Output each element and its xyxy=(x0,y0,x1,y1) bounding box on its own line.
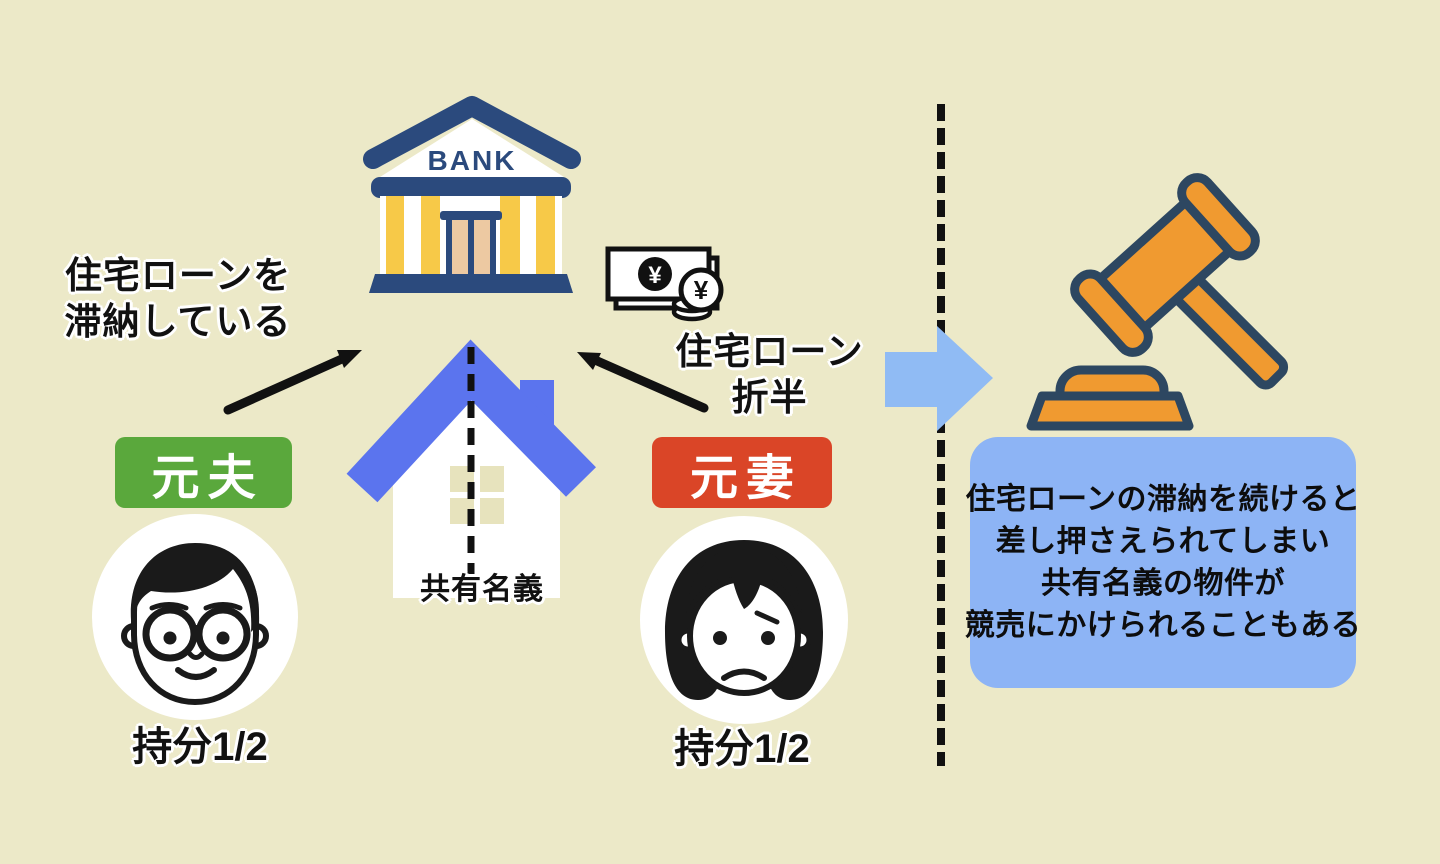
shared-house-icon xyxy=(346,339,596,598)
loan-split-note: 住宅ローン 折半 xyxy=(662,329,877,422)
man-avatar-icon xyxy=(92,514,298,720)
loan-split-line1: 住宅ローン xyxy=(675,331,864,372)
warning-line-3: 共有名義の物件が xyxy=(1041,566,1285,600)
arrow-wife-to-bank-icon xyxy=(577,352,709,413)
auction-warning-box: 住宅ローンの滞納を続けると 差し押さえられてしまい 共有名義の物件が 競売にかけ… xyxy=(965,437,1361,688)
flow-arrow-icon xyxy=(885,326,993,431)
ex-wife-badge: 元妻 xyxy=(652,437,832,508)
ex-husband-badge: 元夫 xyxy=(115,437,292,508)
arrow-husband-to-bank-icon xyxy=(223,350,362,415)
yen-coin-symbol: ¥ xyxy=(694,275,709,305)
warning-line-1: 住宅ローンの滞納を続けると xyxy=(965,482,1361,516)
yen-money-icon: ¥ ¥ xyxy=(605,246,724,322)
joint-ownership-label: 共有名義 xyxy=(420,573,544,606)
loan-delinquent-line1: 住宅ローンを xyxy=(64,255,292,296)
husband-share-label: 持分1/2 xyxy=(132,725,268,769)
loan-split-line2: 折半 xyxy=(731,377,808,419)
woman-avatar-icon xyxy=(640,516,848,724)
wife-share-label: 持分1/2 xyxy=(674,727,810,771)
bank-building-icon: BANK xyxy=(363,96,581,293)
loan-delinquent-line2: 滞納している xyxy=(64,301,292,343)
warning-line-2: 差し押さえられてしまい xyxy=(995,524,1331,558)
yen-bill-symbol: ¥ xyxy=(648,262,662,289)
loan-delinquent-note: 住宅ローンを 滞納している xyxy=(52,253,304,346)
warning-line-4: 競売にかけられることもある xyxy=(964,608,1362,642)
bank-sign-label: BANK xyxy=(428,145,517,176)
auction-gavel-icon xyxy=(1026,173,1289,431)
